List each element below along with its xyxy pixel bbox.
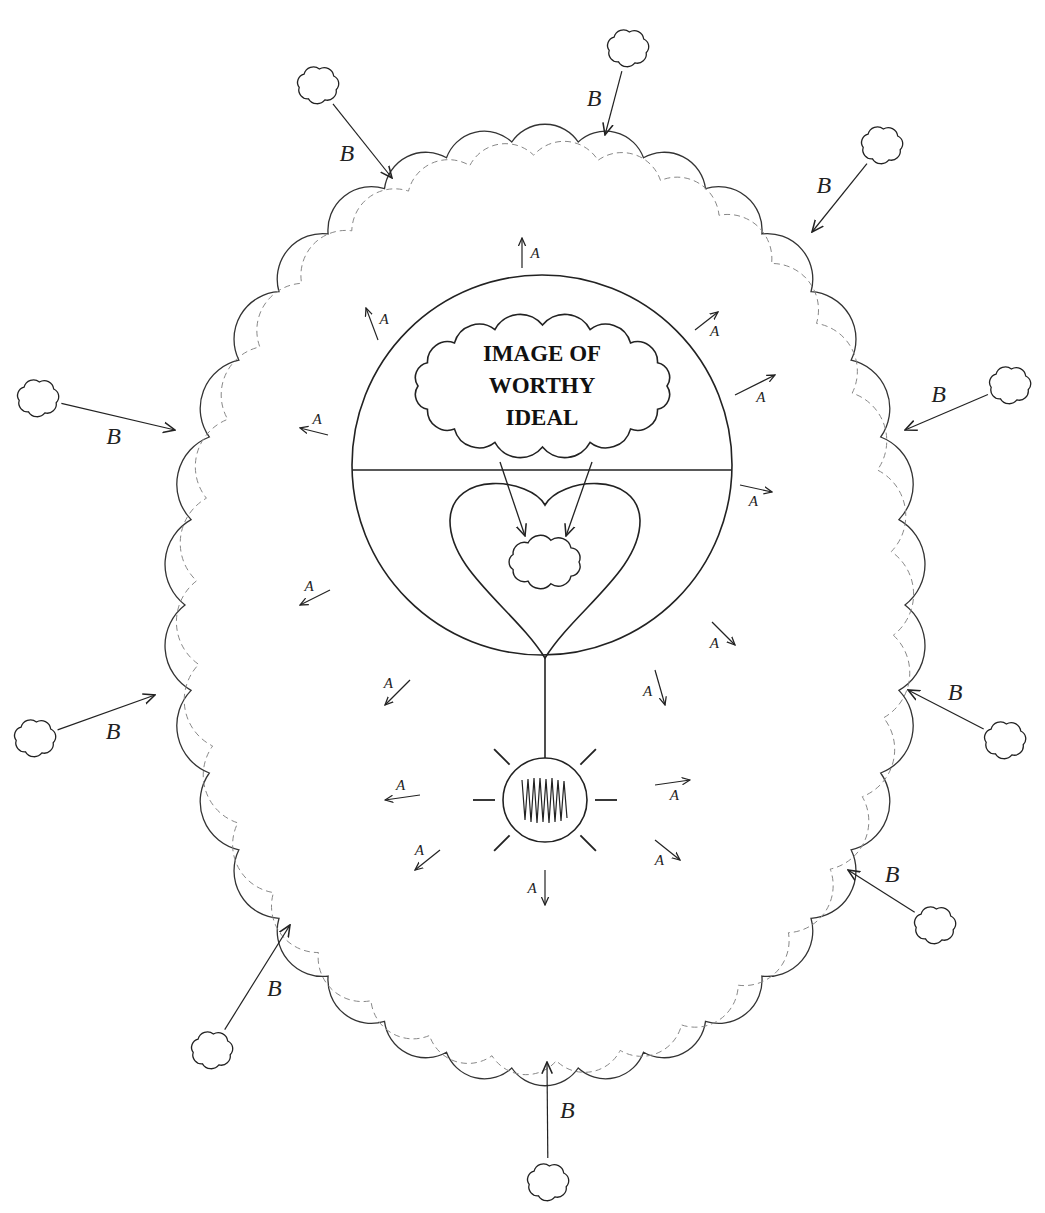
flow-letter: A	[305, 578, 314, 593]
sun-ray	[595, 799, 617, 801]
flow-arrow	[905, 394, 988, 430]
flow-letter: A	[670, 788, 679, 803]
heart-cloud	[509, 535, 580, 588]
flow-letter: A	[655, 853, 664, 868]
source-cloud	[608, 30, 649, 67]
source-cloud	[990, 367, 1031, 404]
aura-outline	[165, 124, 925, 1086]
flow-arrow	[385, 795, 420, 800]
flow-letter: B	[587, 86, 602, 110]
ideal-arrow	[566, 462, 592, 536]
flow-letter: B	[106, 424, 121, 448]
sun-ray	[494, 749, 510, 765]
flow-arrow	[655, 780, 690, 785]
flow-arrow	[812, 164, 867, 232]
source-cloud	[15, 720, 56, 757]
flow-arrows	[58, 71, 988, 1158]
flow-letter: A	[384, 676, 393, 691]
source-cloud	[298, 67, 339, 104]
source-cloud	[192, 1032, 233, 1069]
flow-letter: A	[756, 389, 765, 404]
node-label: IMAGE OF WORTHY IDEAL	[460, 338, 625, 434]
flow-arrow	[655, 670, 665, 705]
source-cloud	[528, 1164, 569, 1201]
ideal-cloud: IMAGE OF WORTHY IDEAL	[405, 312, 680, 460]
flow-arrow	[225, 925, 290, 1030]
sun-rays	[473, 749, 617, 851]
flow-arrow	[848, 870, 915, 912]
source-cloud	[18, 380, 59, 417]
flow-letter: B	[106, 719, 121, 743]
flow-letter: A	[530, 246, 539, 261]
cloud-outline	[415, 314, 669, 457]
heart-stem	[544, 658, 546, 758]
flow-arrow	[546, 1062, 548, 1158]
flow-arrow	[735, 375, 775, 395]
flow-letter: A	[396, 777, 405, 792]
flow-letter: A	[380, 312, 389, 327]
source-cloud	[985, 722, 1026, 759]
source-cloud	[862, 127, 903, 164]
sun-circle	[503, 758, 587, 842]
dividing-line	[353, 469, 732, 471]
flow-arrow	[544, 870, 545, 905]
ideal-arrow	[500, 462, 525, 536]
mind-circle	[352, 275, 732, 655]
flow-letter: B	[948, 680, 963, 704]
flow-arrow	[300, 428, 328, 435]
flow-letter: B	[560, 1098, 575, 1122]
heart-cloud	[509, 535, 580, 588]
flow-arrow	[740, 485, 772, 492]
flow-letter: B	[817, 173, 832, 197]
sun-scribble	[522, 778, 567, 823]
flow-arrow	[521, 238, 522, 268]
source-clouds	[15, 30, 1031, 1201]
sun-ray	[580, 749, 596, 765]
flow-letter: A	[643, 684, 652, 699]
aura-outline	[165, 124, 925, 1086]
sun-ray	[580, 835, 596, 851]
sun-ray	[473, 799, 495, 801]
heart-outline	[450, 484, 640, 658]
source-cloud	[915, 907, 956, 944]
flow-arrow	[605, 71, 622, 135]
flow-letter: B	[267, 976, 282, 1000]
flow-arrow	[366, 308, 378, 340]
flow-letter: B	[885, 862, 900, 886]
flow-letter: B	[339, 141, 354, 165]
flow-letter: A	[415, 842, 424, 857]
flow-arrow	[908, 690, 984, 729]
flow-arrow	[300, 590, 330, 605]
flow-letter: A	[749, 494, 758, 509]
flow-arrow	[333, 104, 392, 178]
flow-letter: A	[313, 411, 322, 426]
flow-letter: A	[710, 635, 719, 650]
sun-ray	[494, 835, 510, 851]
aura-inner-outline	[176, 141, 913, 1074]
flow-letter: B	[931, 382, 946, 406]
flow-letter: A	[527, 880, 536, 895]
flow-letter: A	[710, 324, 719, 339]
